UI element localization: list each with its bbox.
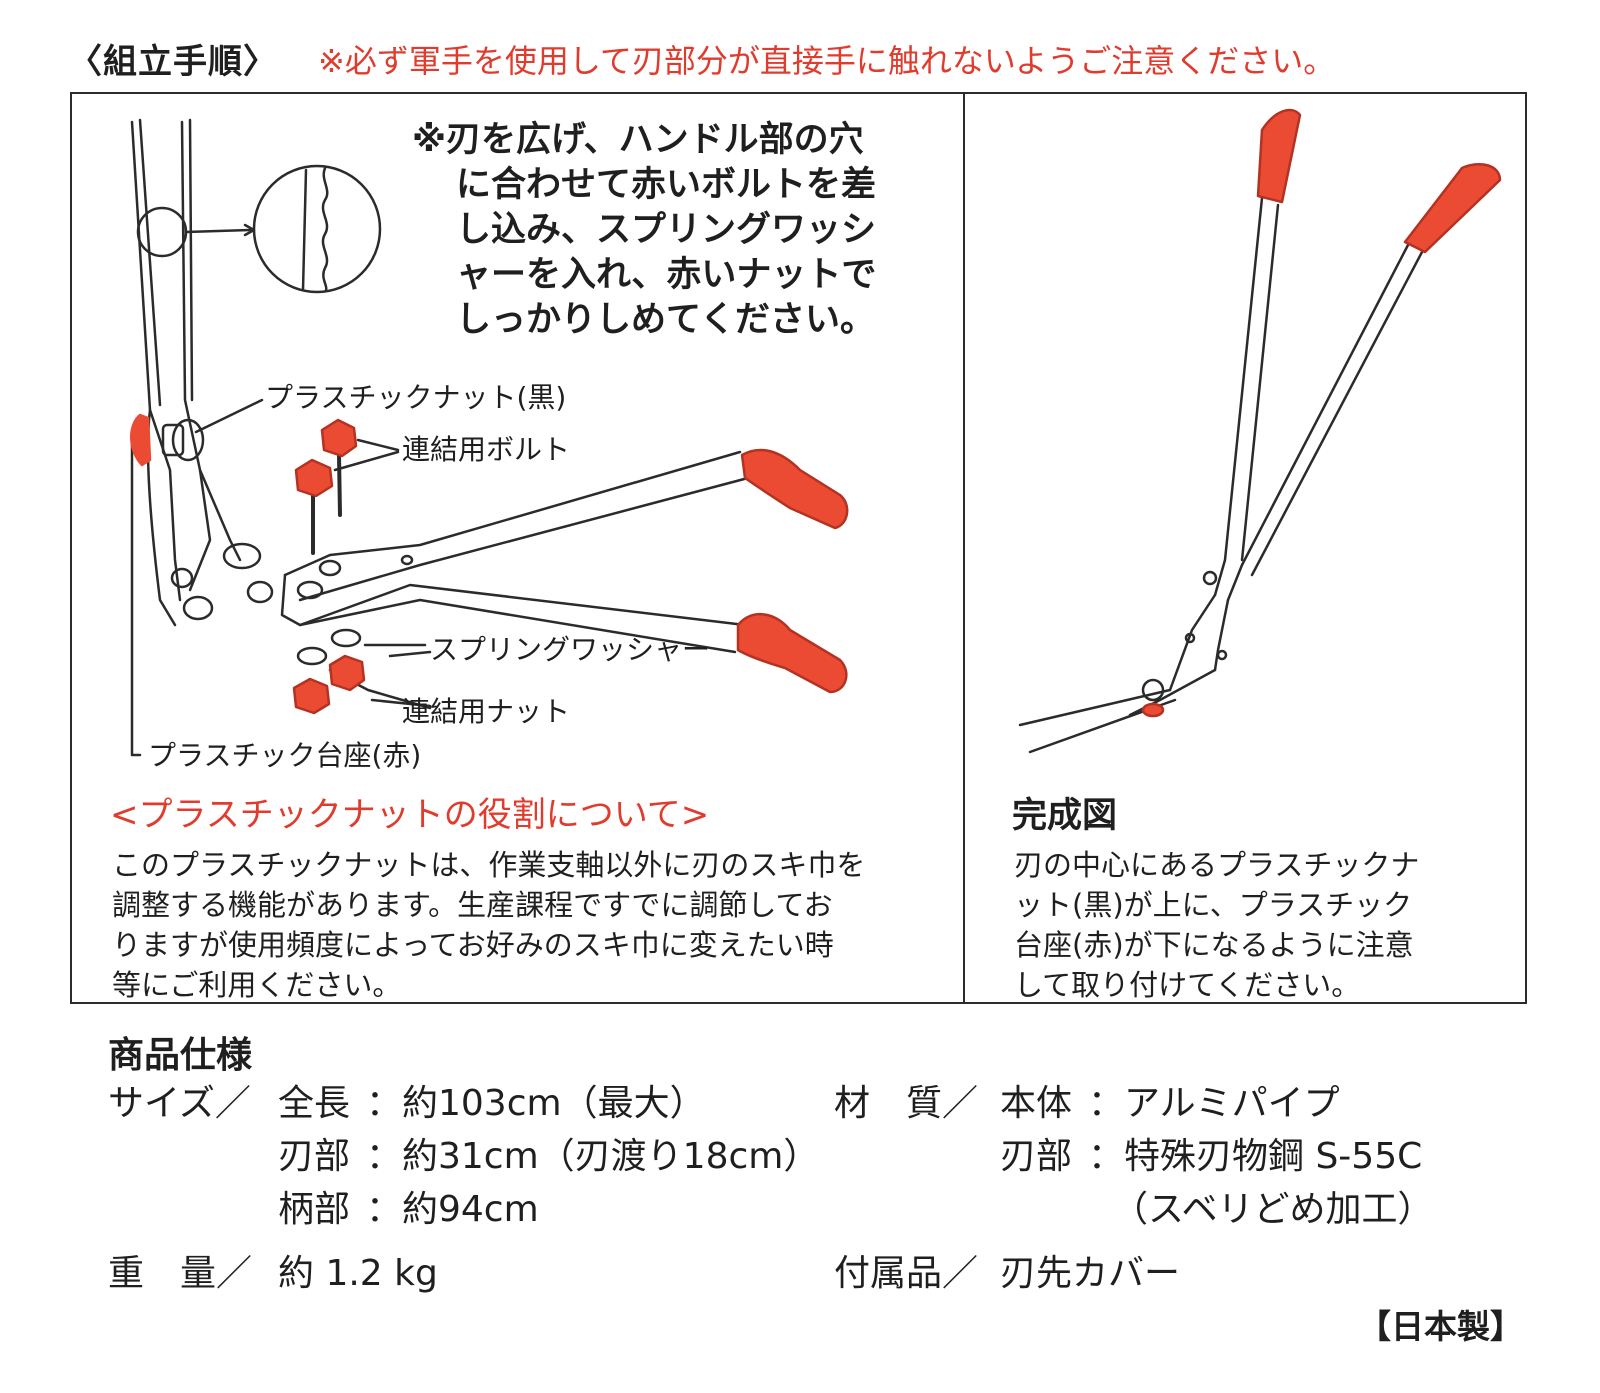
part-label-plastic-base: プラスチック台座(赤) (148, 739, 422, 772)
assembly-title: 〈組立手順〉 (68, 42, 278, 82)
part-label-nut: 連結用ナット (402, 695, 571, 728)
material-note: （スベリどめ加工） (1112, 1189, 1434, 1230)
size-label: サイズ／ (108, 1083, 251, 1124)
bolt-drawing (311, 438, 400, 555)
role-line: このプラスチックナットは、作業支軸以外に刃のスキ巾を (112, 848, 866, 882)
finished-line: して取り付けてください。 (1014, 968, 1361, 1002)
role-title: <プラスチックナットの役割について> (110, 795, 710, 835)
instruction-line: ※刃を広げ、ハンドル部の穴 (412, 120, 864, 160)
role-line: りますが使用頻度によってお好みのスキ巾に変えたい時 (112, 928, 834, 962)
material-name: 刃部 (1000, 1136, 1073, 1177)
instruction-line: ャーを入れ、赤いナットで (456, 255, 877, 295)
blade-assembly-drawing (130, 118, 382, 757)
accessory-label: 付属品／ (834, 1253, 979, 1294)
size-value: ：約103cm（最大） (366, 1083, 706, 1124)
size-name: 全長 (278, 1083, 351, 1124)
role-line: 等にご利用ください。 (112, 968, 402, 1002)
finished-line: 台座(赤)が下になるように注意 (1014, 928, 1414, 962)
material-value: ：特殊刃物鋼 S-55C (1088, 1136, 1423, 1177)
assembly-instructions: ※刃を広げ、ハンドル部の穴 に合わせて赤いボルトを差 し込み、スプリングワッシ … (412, 118, 962, 343)
finished-line: ット(黒)が上に、プラスチック (1014, 888, 1413, 922)
specs-title: 商品仕様 (108, 1035, 253, 1076)
material-label: 材 質／ (834, 1083, 979, 1124)
part-label-spring-washer: スプリングワッシャー (430, 633, 711, 666)
assembly-box (70, 92, 1527, 1004)
finished-shears-drawing (1018, 196, 1424, 754)
accessory-value: 刃先カバー (1000, 1253, 1181, 1294)
origin-label: 【日本製】 (1358, 1307, 1523, 1346)
size-name: 柄部 (278, 1189, 351, 1230)
safety-warning: ※必ず軍手を使用して刃部分が直接手に触れないようご注意ください。 (318, 42, 1336, 80)
weight-value: 約 1.2 kg (278, 1253, 438, 1294)
box-divider (963, 92, 965, 1004)
size-value: ：約94cm (366, 1189, 539, 1230)
part-label-plastic-nut: プラスチックナット(黒) (265, 381, 567, 414)
finished-line: 刃の中心にあるプラスチックナ (1014, 848, 1420, 882)
instruction-line: しっかりしめてください。 (456, 300, 875, 340)
handle-assembly-drawing (280, 450, 750, 710)
finished-title: 完成図 (1012, 796, 1118, 836)
instruction-line: し込み、スプリングワッシ (456, 210, 877, 250)
role-line: 調整する機能があります。生産課程ですでに調節してお (112, 888, 833, 922)
material-name: 本体 (1000, 1083, 1073, 1124)
instruction-line: に合わせて赤いボルトを差 (456, 165, 877, 205)
weight-label: 重 量／ (108, 1253, 253, 1294)
size-name: 刃部 (278, 1136, 351, 1177)
size-value: ：約31cm（刃渡り18cm） (366, 1136, 820, 1177)
part-label-bolt: 連結用ボルト (402, 433, 571, 466)
material-value: ：アルミパイプ (1088, 1083, 1340, 1124)
